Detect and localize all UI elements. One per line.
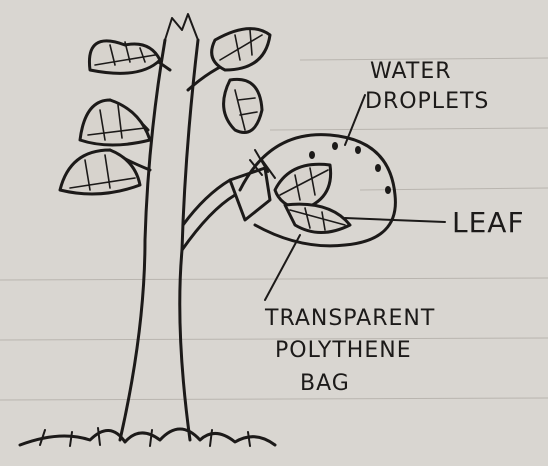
- label-water-droplets-line1: WATER: [370, 59, 452, 84]
- leader-leaf: [345, 218, 445, 222]
- leaf-right-middle: [224, 79, 262, 132]
- leader-water-droplets: [345, 95, 365, 145]
- leaf-top-right: [212, 29, 270, 70]
- ground-grass: [20, 428, 275, 446]
- label-bag-line1: TRANSPARENT: [264, 306, 435, 331]
- leaf-top-left: [89, 41, 160, 73]
- leaf-left-upper: [80, 100, 150, 145]
- bagged-leaf: [275, 164, 350, 232]
- label-bag-line3: BAG: [300, 371, 350, 396]
- leader-bag: [265, 235, 300, 300]
- label-leaf: LEAF: [452, 206, 525, 239]
- plant-leaves: [60, 29, 270, 194]
- leaf-left-lower: [60, 150, 140, 194]
- label-water-droplets-line2: DROPLETS: [365, 89, 489, 114]
- plant-stem: [110, 14, 235, 440]
- label-bag-line2: POLYTHENE: [275, 338, 412, 363]
